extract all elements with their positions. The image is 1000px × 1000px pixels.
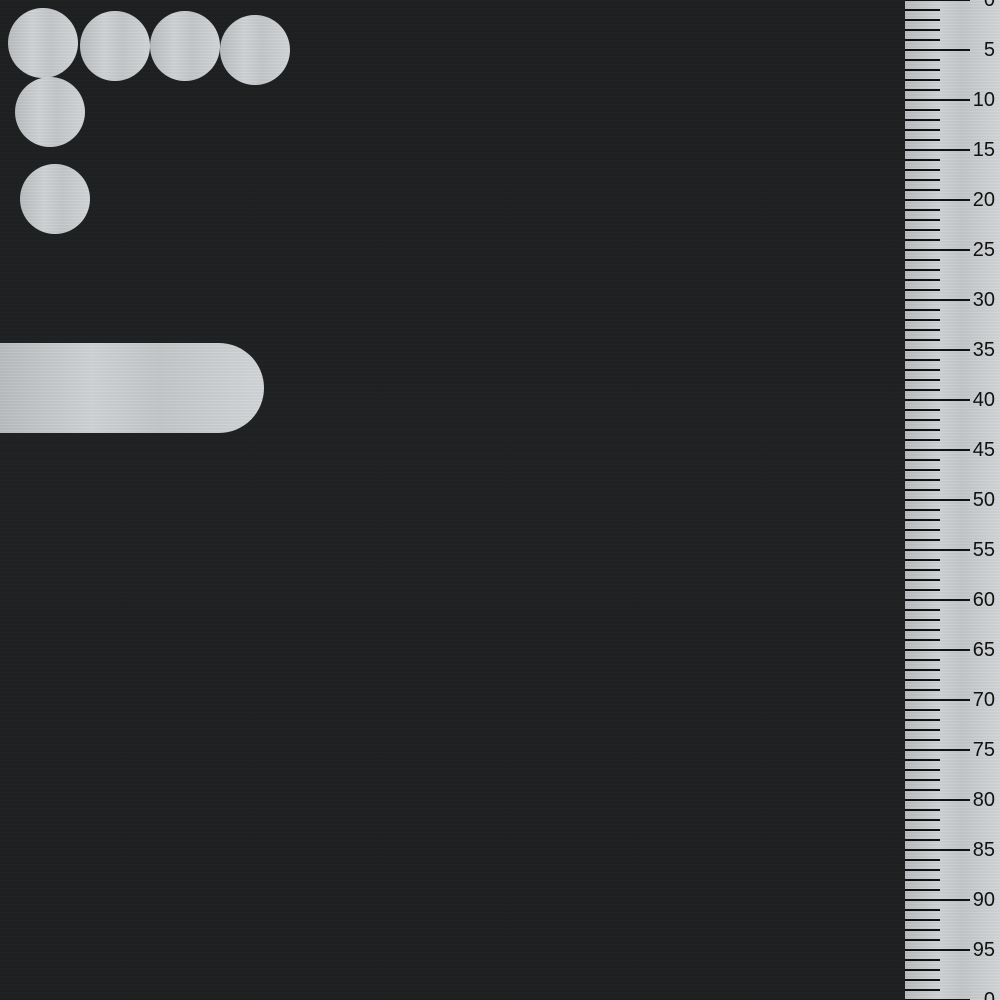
ruler: 0 5 10 15 20 25 30 35 40 45 50 55 60 65 70 75 80 85 90 95 0 xyxy=(905,0,1000,1000)
ruler-label: 0 xyxy=(983,0,995,11)
ruler-label: 70 xyxy=(972,689,995,711)
ruler-label: 55 xyxy=(972,539,995,561)
ruler-label: 5 xyxy=(983,39,995,61)
metal-dot-3 xyxy=(150,11,220,81)
ruler-label: 50 xyxy=(972,489,995,511)
metal-dot-2 xyxy=(80,11,150,81)
ruler-label: 20 xyxy=(972,189,995,211)
ruler-label: 35 xyxy=(972,339,995,361)
ruler-label: 0 xyxy=(983,989,995,1000)
ruler-label: 60 xyxy=(972,589,995,611)
ruler-label: 80 xyxy=(972,789,995,811)
ruler-label: 95 xyxy=(972,939,995,961)
ruler-label: 65 xyxy=(972,639,995,661)
ruler-label: 30 xyxy=(972,289,995,311)
metal-dot-5 xyxy=(15,77,85,147)
ruler-label: 75 xyxy=(972,739,995,761)
ruler-label: 25 xyxy=(972,239,995,261)
ruler-label: 90 xyxy=(972,889,995,911)
metal-dot-4 xyxy=(220,15,290,85)
ruler-ticks xyxy=(905,0,970,1000)
metal-dot-1 xyxy=(8,8,78,78)
metal-dot-6 xyxy=(20,164,90,234)
ruler-label: 85 xyxy=(972,839,995,861)
ruler-label: 45 xyxy=(972,439,995,461)
ruler-label: 10 xyxy=(972,89,995,111)
ruler-label: 15 xyxy=(972,139,995,161)
ruler-label: 40 xyxy=(972,389,995,411)
metal-bar xyxy=(0,343,264,433)
